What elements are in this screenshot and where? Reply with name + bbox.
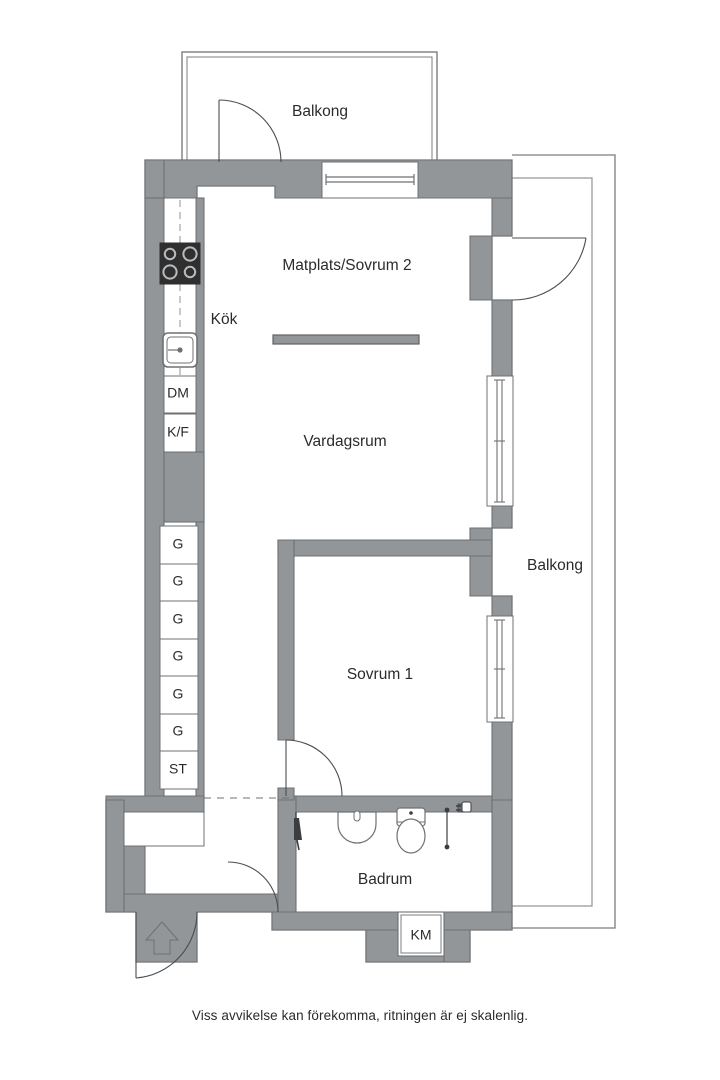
closet-label-g-2: G — [173, 573, 184, 589]
room-label-sovrum1: Sovrum 1 — [347, 666, 413, 683]
closet-label-g-3: G — [173, 611, 184, 627]
door-balcony-right — [511, 237, 587, 301]
unit-label-dm: DM — [167, 385, 189, 401]
door-sovrum1 — [285, 739, 343, 797]
washbasin-icon — [337, 810, 377, 844]
plan-caption: Viss avvikelse kan förekomma, ritningen … — [191, 1008, 529, 1023]
door-entrance — [135, 911, 198, 979]
kitchen-sink-icon — [162, 332, 198, 368]
room-label-vardagsrum: Vardagsrum — [303, 433, 386, 450]
room-label-kok: Kök — [211, 311, 238, 328]
room-label-balkong-right: Balkong — [527, 557, 583, 574]
closet-label-st: ST — [169, 761, 187, 777]
toilet-icon — [396, 807, 426, 854]
window-east-upper — [486, 375, 514, 507]
window-north — [321, 161, 419, 199]
floor-drain-icon — [444, 807, 450, 850]
wall-bands — [105, 159, 513, 963]
room-divider-counter — [272, 334, 420, 345]
kitchen-units — [159, 197, 201, 453]
stove-icon — [159, 242, 201, 285]
balcony-top-outline — [181, 51, 438, 163]
closet-label-g-4: G — [173, 648, 184, 664]
room-label-matplats: Matplats/Sovrum 2 — [282, 257, 411, 274]
door-balcony-top — [218, 99, 282, 163]
unit-label-kf: K/F — [167, 424, 189, 440]
unit-label-km: KM — [411, 927, 432, 943]
towel-rail-icon — [456, 801, 472, 813]
room-label-badrum: Badrum — [358, 871, 412, 888]
closet-label-g-5: G — [173, 686, 184, 702]
balcony-right-outline — [512, 154, 616, 929]
fridge-freezer-unit — [163, 413, 197, 453]
closet-label-g-6: G — [173, 723, 184, 739]
dishwasher-unit — [163, 375, 197, 414]
closet-column — [159, 525, 199, 790]
window-east-lower — [486, 615, 514, 723]
shower-icon — [294, 812, 302, 851]
closet-label-g-1: G — [173, 536, 184, 552]
entrance-arrow-icon — [144, 921, 180, 955]
room-label-balkong-top: Balkong — [292, 103, 348, 120]
laundry-niche — [397, 911, 445, 957]
hall-closet — [123, 811, 205, 847]
door-badrum — [227, 861, 279, 913]
